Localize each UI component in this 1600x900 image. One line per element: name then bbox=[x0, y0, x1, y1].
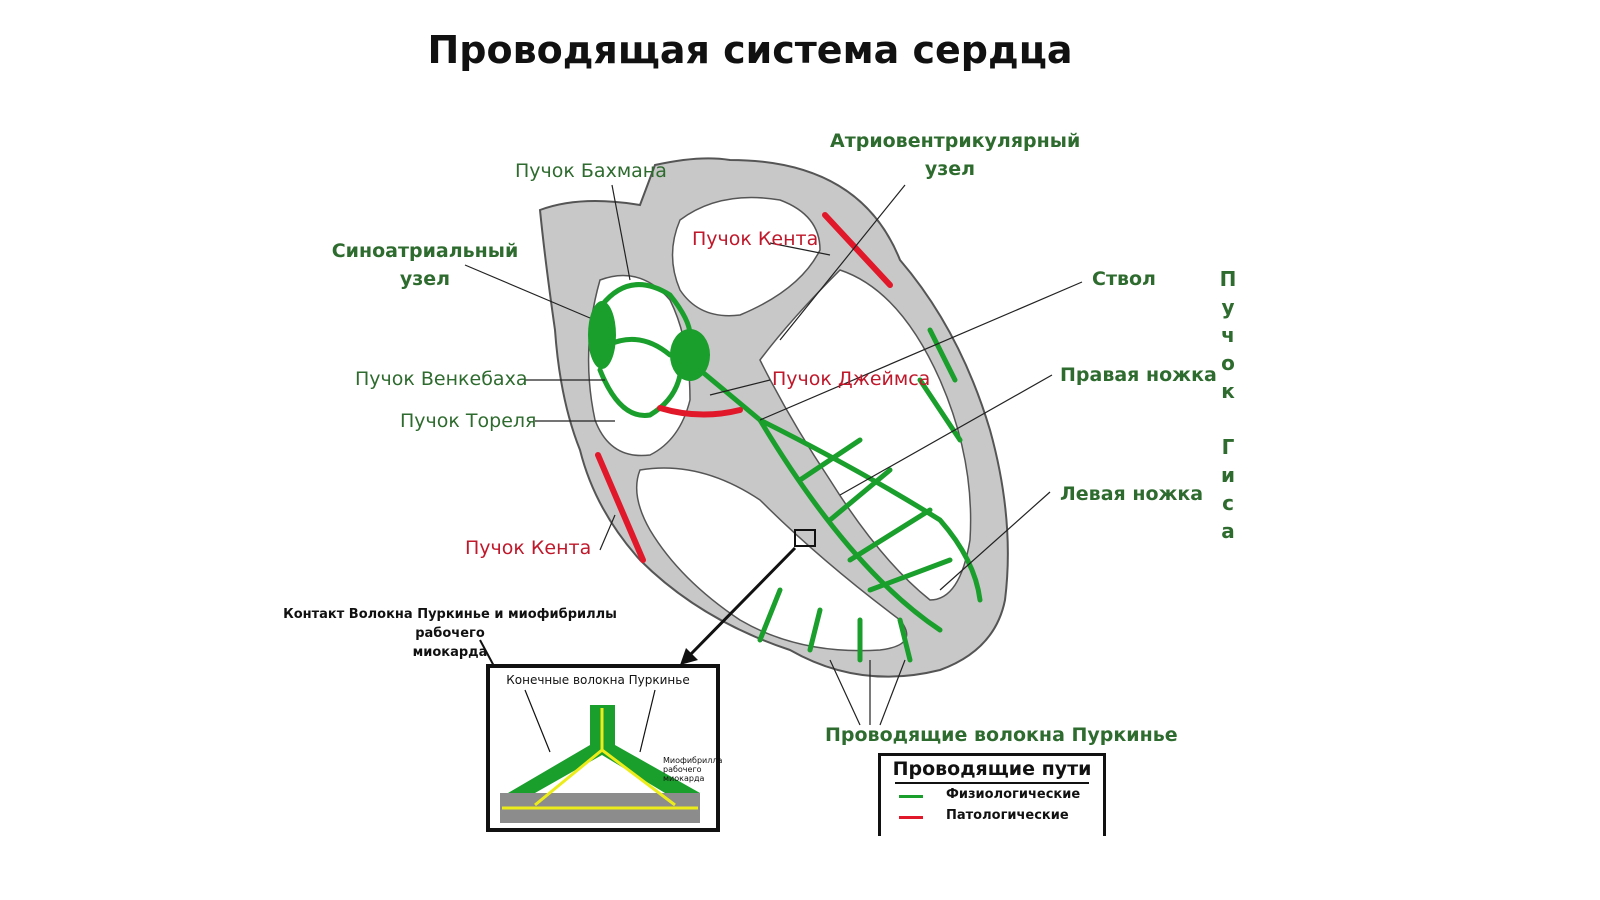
his-letter: с bbox=[1222, 491, 1234, 515]
inset-yellow-conduction-line bbox=[502, 708, 698, 810]
his-bundle-path bbox=[697, 367, 763, 423]
sa-node bbox=[588, 301, 616, 369]
pathological-paths bbox=[595, 212, 893, 563]
james-bundle-path bbox=[657, 405, 743, 418]
legend-label-pathological: Патологические bbox=[946, 808, 1069, 823]
legend: Проводящие пути Физиологические Патологи… bbox=[878, 753, 1106, 836]
his-letter: П bbox=[1219, 267, 1237, 291]
his-letter: а bbox=[1221, 519, 1235, 543]
his-letter-gap bbox=[1216, 405, 1240, 433]
his-letter: ч bbox=[1221, 323, 1235, 347]
inset-terminal-fibers-label: Конечные волокна Пуркинье bbox=[506, 673, 689, 687]
his-letter: к bbox=[1221, 379, 1235, 403]
legend-label-physiological: Физиологические bbox=[946, 787, 1081, 802]
inset-purkinje-fiber bbox=[508, 705, 700, 793]
right-bundle-branch-path bbox=[757, 417, 943, 633]
bachmann-bundle-label: Пучок Бахмана bbox=[515, 160, 667, 182]
purkinje-fibers-path bbox=[757, 327, 963, 663]
right-bundle-branch-label: Правая ножка bbox=[1060, 364, 1217, 386]
right-ventricle-cavity bbox=[635, 467, 908, 652]
sa-node-label-line1: Синоатриальный bbox=[331, 240, 519, 262]
av-node-label-line2: узел bbox=[924, 158, 976, 180]
purkinje-fibers-label: Проводящие волокна Пуркинье bbox=[825, 724, 1178, 746]
thorel-bundle-path bbox=[597, 367, 683, 418]
bachmann-bundle-path bbox=[599, 282, 693, 338]
left-bundle-branch-path bbox=[757, 417, 983, 603]
kent-bundle-bottom-label: Пучок Кента bbox=[465, 537, 592, 559]
his-letter: у bbox=[1221, 295, 1235, 319]
legend-item-pathological: Патологические bbox=[881, 808, 1103, 826]
conduction-paths bbox=[588, 282, 983, 663]
legend-item-physiological: Физиологические bbox=[881, 787, 1103, 805]
kent-bundle-bottom-path bbox=[595, 452, 646, 563]
inset-terminal-leader-left bbox=[524, 689, 551, 753]
sa-node-label-line2: узел bbox=[399, 268, 451, 290]
wenckebach-bundle-path bbox=[605, 336, 673, 358]
inset-terminal-leader-right bbox=[639, 689, 656, 753]
inset-caption: Контакт Волокна Пуркинье и миофибриллы р… bbox=[250, 605, 650, 662]
his-trunk-label: Ствол bbox=[1092, 268, 1156, 290]
wenckebach-bundle-label: Пучок Венкебаха bbox=[355, 368, 528, 390]
legend-swatch-physiological bbox=[899, 795, 923, 798]
inset-caption-line2: миокарда bbox=[412, 645, 488, 660]
av-node-label-line1: Атриовентрикулярный bbox=[830, 130, 1081, 152]
inset-caption-line1: Контакт Волокна Пуркинье и миофибриллы р… bbox=[283, 607, 617, 641]
kent-bundle-top-label: Пучок Кента bbox=[692, 228, 819, 250]
his-letter: и bbox=[1220, 463, 1235, 487]
his-bundle-vertical-label: П у ч о к Г и с а bbox=[1216, 265, 1240, 545]
inset-marker bbox=[794, 529, 816, 547]
kent-bundle-top-path bbox=[822, 212, 893, 288]
inset-myofibril-label-line3: миокарда bbox=[663, 774, 704, 783]
thorel-bundle-label: Пучок Тореля bbox=[400, 410, 537, 432]
inset-arrow-head bbox=[680, 648, 698, 665]
james-bundle-label: Пучок Джеймса bbox=[772, 368, 931, 390]
his-letter: Г bbox=[1221, 435, 1235, 459]
his-letter: о bbox=[1221, 351, 1235, 375]
leader-lines bbox=[464, 184, 1083, 726]
legend-title-underline bbox=[895, 782, 1089, 784]
legend-swatch-pathological bbox=[899, 816, 923, 819]
inset-myofibril-label-line1: Миофибрилла bbox=[663, 756, 722, 765]
inset-arrow bbox=[688, 546, 797, 657]
inset-caption-leader bbox=[479, 639, 496, 669]
legend-title: Проводящие пути bbox=[892, 758, 1092, 780]
inset-myofibril-label-line2: рабочего bbox=[663, 765, 702, 774]
diagram-title: Проводящая система сердца bbox=[427, 28, 1073, 72]
left-atrium-cavity bbox=[671, 196, 821, 317]
left-bundle-branch-label: Левая ножка bbox=[1060, 483, 1204, 505]
